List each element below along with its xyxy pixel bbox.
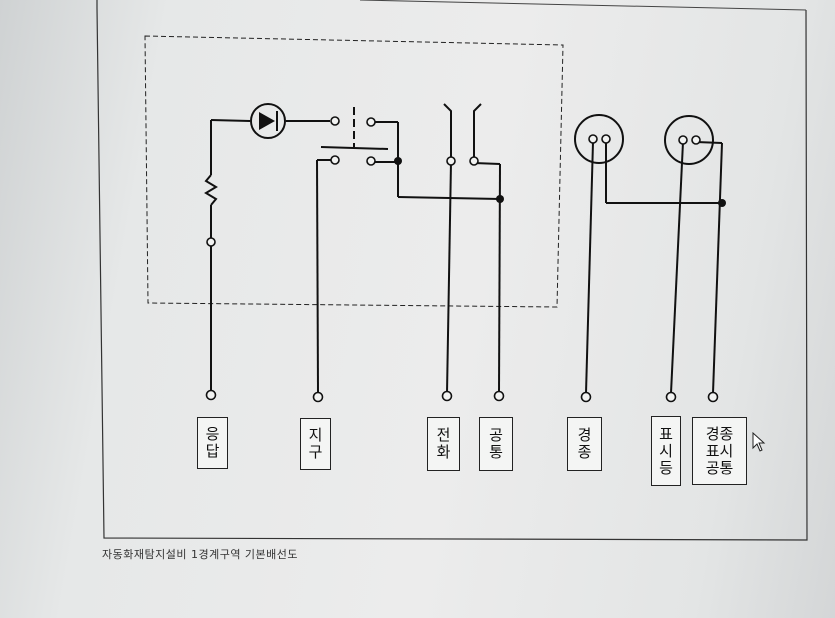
switch-bar [320, 146, 389, 150]
bell-wire [585, 141, 594, 394]
page-frame-top [359, 0, 807, 11]
phone-wire [446, 161, 452, 394]
indicator-wire [670, 141, 684, 394]
bell-circle-1 [574, 114, 624, 164]
diode-symbol [250, 103, 286, 139]
page-frame [96, 0, 808, 541]
mouse-cursor-icon [752, 432, 766, 452]
figure-caption: 자동화재탐지설비 1경계구역 기본배선도 [102, 548, 299, 561]
resistor [204, 174, 218, 206]
transmitter-dashed-box [144, 35, 564, 308]
bell-circle-2 [664, 115, 714, 165]
common-wire [473, 162, 501, 165]
